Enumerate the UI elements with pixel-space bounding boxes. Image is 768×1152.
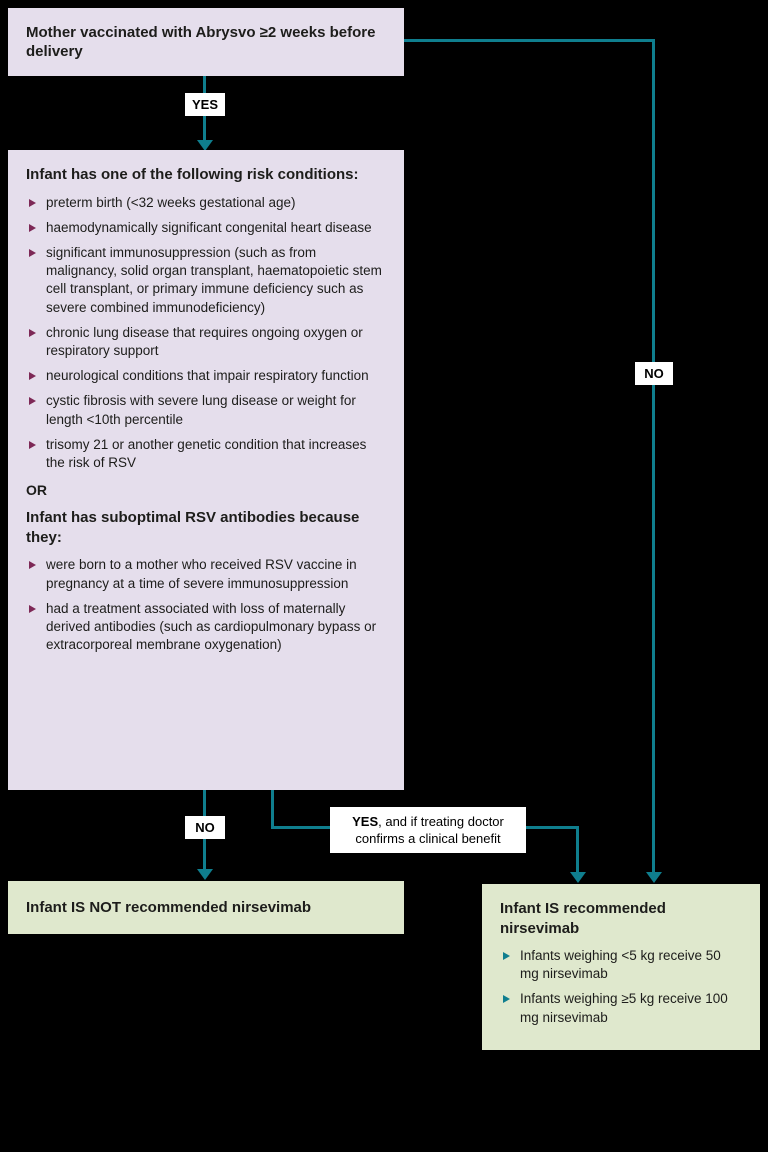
bullet-text: Infants weighing <5 kg receive 50 mg nir… (520, 948, 721, 982)
bullet-text: trisomy 21 or another genetic condition … (46, 436, 367, 471)
connector-yes-confirm-drop (271, 790, 274, 829)
bullet-text: haemodynamically significant congenital … (46, 219, 372, 235)
risk-bullet: trisomy 21 or another genetic condition … (26, 436, 386, 472)
arrowhead-yes-icon (197, 140, 213, 151)
antibody-bullet: had a treatment associated with loss of … (26, 600, 386, 655)
bullet-text: Infants weighing ≥5 kg receive 100 mg ni… (520, 991, 728, 1025)
risk-conditions-heading: Infant has one of the following risk con… (26, 166, 359, 183)
triangle-bullet-icon (29, 223, 36, 232)
triangle-bullet-icon (503, 995, 510, 1004)
arrowhead-yes-confirm-icon (570, 872, 586, 883)
bullet-text: cystic fibrosis with severe lung disease… (46, 393, 356, 427)
bullet-text: preterm birth (<32 weeks gestational age… (46, 194, 296, 210)
arrowhead-no-left-icon (197, 869, 213, 880)
triangle-bullet-icon (29, 561, 36, 570)
or-label: OR (26, 482, 47, 499)
triangle-bullet-icon (29, 372, 36, 381)
bullet-text: neurological conditions that impair resp… (46, 368, 369, 384)
risk-bullet: chronic lung disease that requires ongoi… (26, 324, 386, 360)
risk-bullet: preterm birth (<32 weeks gestational age… (26, 194, 386, 212)
antibodies-heading: Infant has suboptimal RSV antibodies bec… (26, 509, 360, 546)
risk-bullet: haemodynamically significant congenital … (26, 219, 386, 237)
node-not-recommended: Infant IS NOT recommended nirsevimab (8, 881, 404, 934)
node-recommended: Infant IS recommended nirsevimab Infants… (482, 884, 760, 1050)
bullet-text: significant immunosuppression (such as f… (46, 244, 382, 315)
risk-bullet: cystic fibrosis with severe lung disease… (26, 392, 386, 428)
triangle-bullet-icon (29, 440, 36, 449)
label-yes-confirm: YES, and if treating doctor confirms a c… (330, 807, 526, 854)
triangle-bullet-icon (29, 198, 36, 207)
bullet-text: had a treatment associated with loss of … (46, 600, 377, 653)
triangle-bullet-icon (29, 604, 36, 613)
triangle-bullet-icon (29, 328, 36, 337)
bullet-text: were born to a mother who received RSV v… (46, 557, 357, 591)
risk-bullet: neurological conditions that impair resp… (26, 367, 386, 385)
label-no-right: NO (635, 362, 673, 385)
arrowhead-no-right-icon (646, 872, 662, 883)
start-text: Mother vaccinated with Abrysvo ≥2 weeks … (26, 23, 376, 61)
connector-yes-confirm-vertical (576, 826, 579, 874)
not-recommended-text: Infant IS NOT recommended nirsevimab (26, 898, 312, 916)
dose-bullet: Infants weighing <5 kg receive 50 mg nir… (500, 947, 742, 983)
node-start: Mother vaccinated with Abrysvo ≥2 weeks … (8, 8, 404, 76)
risk-bullet: significant immunosuppression (such as f… (26, 244, 386, 317)
triangle-bullet-icon (29, 248, 36, 257)
label-no-left: NO (185, 816, 225, 839)
antibody-bullet: were born to a mother who received RSV v… (26, 556, 386, 592)
recommended-heading: Infant IS recommended nirsevimab (500, 900, 666, 937)
label-yes: YES (185, 93, 225, 116)
triangle-bullet-icon (29, 397, 36, 406)
triangle-bullet-icon (503, 952, 510, 960)
connector-no-right-horizontal (404, 39, 655, 42)
bullet-text: chronic lung disease that requires ongoi… (46, 324, 363, 359)
connector-no-right-vertical (652, 39, 655, 873)
node-risk-conditions: Infant has one of the following risk con… (8, 150, 404, 790)
dose-bullet: Infants weighing ≥5 kg receive 100 mg ni… (500, 990, 742, 1026)
